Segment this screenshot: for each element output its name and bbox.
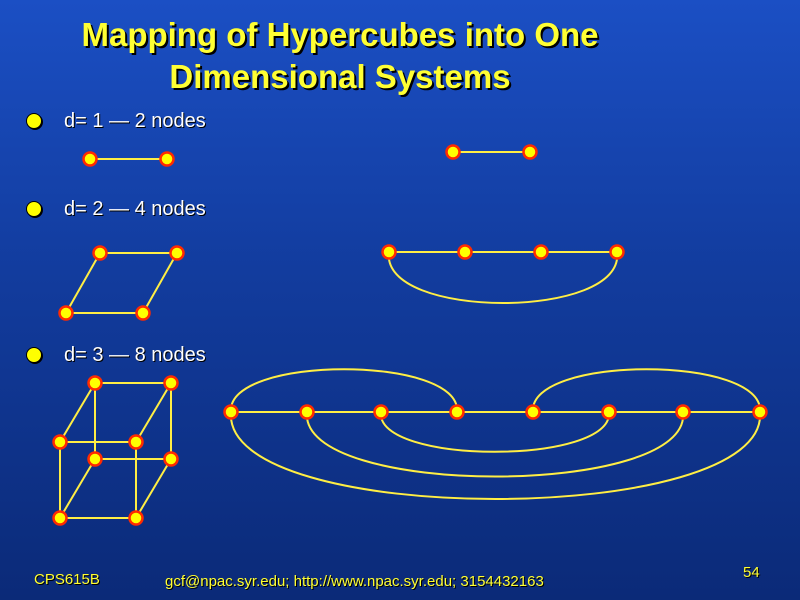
node xyxy=(445,144,461,160)
d3-linear-arc xyxy=(305,411,685,478)
bullet-d1: d= 1 — 2 nodes xyxy=(26,109,206,133)
d2-edge xyxy=(142,252,178,314)
d2-hypercube-edges xyxy=(65,252,178,314)
footer-contact: gcf@npac.syr.edu; http://www.npac.syr.ed… xyxy=(165,573,544,590)
node xyxy=(609,244,625,260)
slide-title: Mapping of Hypercubes into One Dimension… xyxy=(0,14,680,98)
node xyxy=(159,151,175,167)
d2-linear-edges xyxy=(387,251,619,304)
node xyxy=(601,404,617,420)
node xyxy=(457,244,473,260)
node xyxy=(82,151,98,167)
node xyxy=(128,434,144,450)
node xyxy=(87,375,103,391)
d3-hypercube-edges xyxy=(59,382,172,519)
node xyxy=(373,404,389,420)
bullet-d2: d= 2 — 4 nodes xyxy=(26,197,206,221)
node xyxy=(52,510,68,526)
node xyxy=(533,244,549,260)
bullet-dot-icon xyxy=(26,113,42,129)
d3-linear-arc xyxy=(229,411,762,500)
node xyxy=(522,144,538,160)
node xyxy=(163,375,179,391)
node xyxy=(223,404,239,420)
node xyxy=(525,404,541,420)
node xyxy=(449,404,465,420)
d3-edge xyxy=(59,382,96,443)
d3-linear-arc xyxy=(229,368,459,413)
node xyxy=(52,434,68,450)
d3-linear-edges xyxy=(229,368,762,500)
d2-edge xyxy=(65,252,101,314)
node xyxy=(381,244,397,260)
bullet-d1-label: d= 1 — 2 nodes xyxy=(64,109,206,132)
bullet-d3: d= 3 — 8 nodes xyxy=(26,343,206,367)
d2-linear-arc xyxy=(387,251,619,304)
bullet-d3-label: d= 3 — 8 nodes xyxy=(64,343,206,366)
title-line-2: Dimensional Systems xyxy=(169,58,511,95)
node xyxy=(87,451,103,467)
node xyxy=(299,404,315,420)
bullet-dot-icon xyxy=(26,201,42,217)
d3-edge xyxy=(59,458,96,519)
node xyxy=(92,245,108,261)
node xyxy=(128,510,144,526)
title-line-1: Mapping of Hypercubes into One xyxy=(81,16,599,53)
d3-linear-arc xyxy=(531,368,762,413)
bullet-d2-label: d= 2 — 4 nodes xyxy=(64,197,206,220)
node xyxy=(169,245,185,261)
node xyxy=(675,404,691,420)
node xyxy=(752,404,768,420)
d3-edge xyxy=(135,458,172,519)
node xyxy=(163,451,179,467)
footer-page-number: 54 xyxy=(743,564,760,581)
node xyxy=(135,305,151,321)
footer-course: CPS615B xyxy=(34,571,100,588)
d3-linear-arc xyxy=(379,411,611,453)
bullet-dot-icon xyxy=(26,347,42,363)
node xyxy=(58,305,74,321)
d3-edge xyxy=(135,382,172,443)
